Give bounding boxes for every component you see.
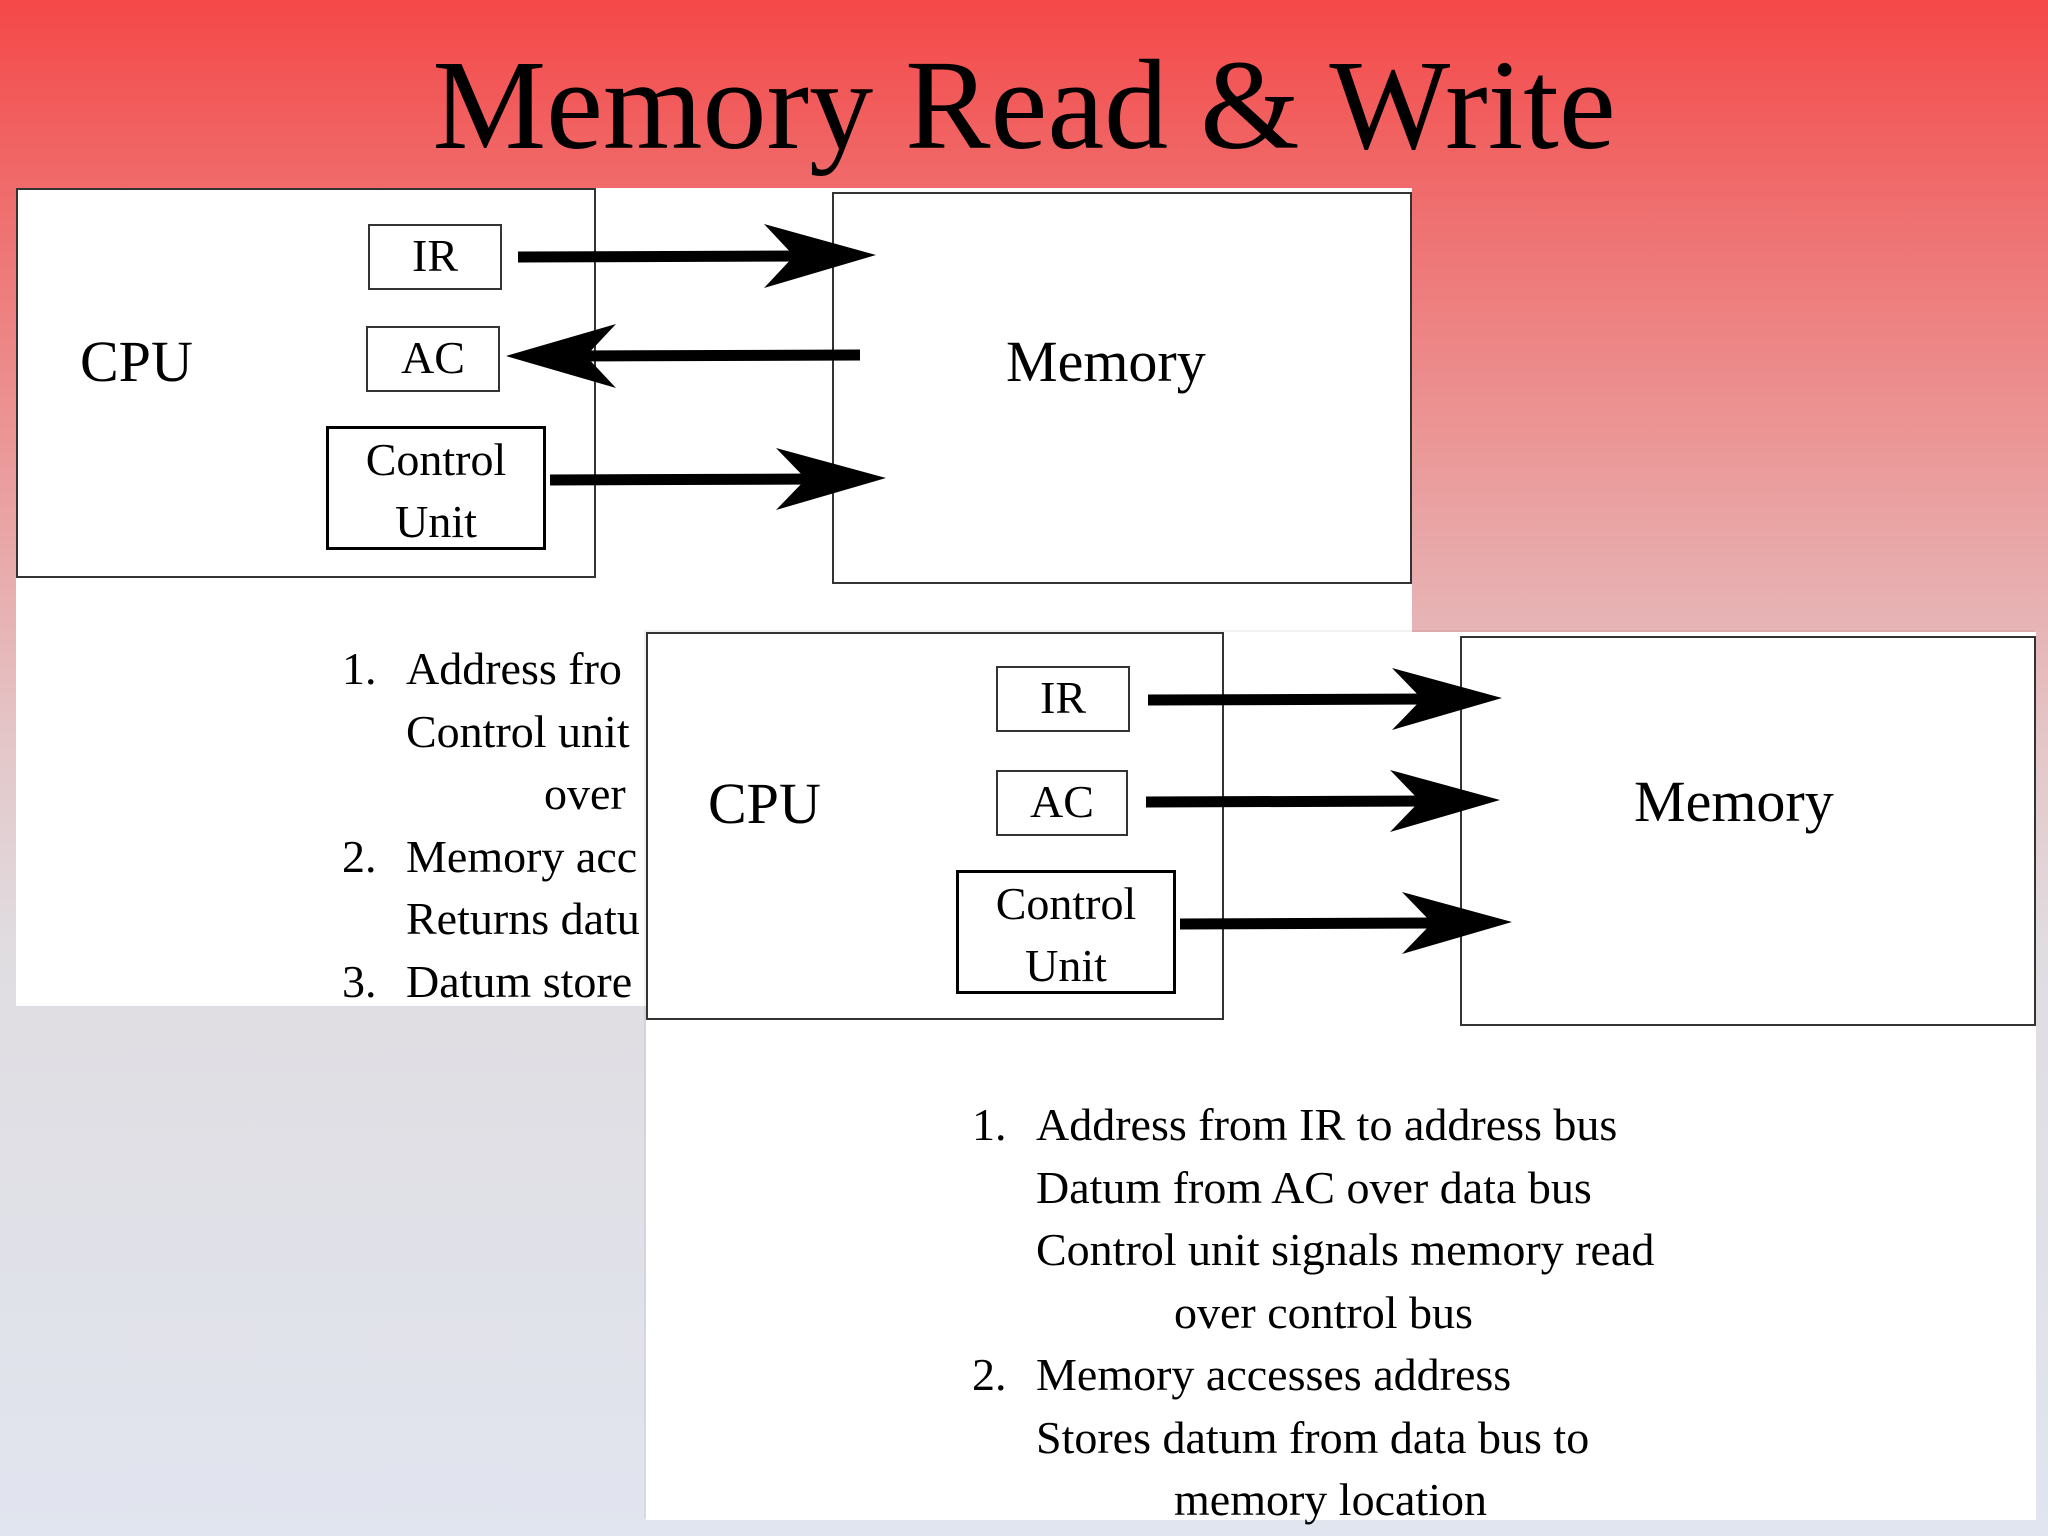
control-unit-box: Control Unit <box>326 426 546 550</box>
cpu-label: CPU <box>80 329 193 394</box>
read-steps-list: 1.Address fro Control unit over 2.Memory… <box>342 638 702 1013</box>
memory-box <box>1460 636 2036 1026</box>
step-line: 1.Address fro <box>342 643 622 694</box>
step-line: memory location <box>1174 1474 1487 1525</box>
memory-label: Memory <box>1006 329 1206 394</box>
control-unit-label-line2: Unit <box>395 496 477 547</box>
control-unit-label-line1: Control <box>365 434 507 485</box>
control-to-memory-arrow <box>549 448 886 510</box>
memory-label: Memory <box>1634 769 1834 834</box>
memory-box <box>832 192 1412 584</box>
memory-to-ac-arrow <box>506 324 861 388</box>
write-steps-list: 1.Address from IR to address bus Datum f… <box>972 1094 1732 1532</box>
ir-register: IR <box>996 666 1130 732</box>
read-diagram-panel: CPU Memory IR AC Control Unit 1.Address … <box>16 188 1412 1007</box>
control-unit-label-line2: Unit <box>1025 940 1107 991</box>
step-line: Stores datum from data bus to <box>1036 1411 1590 1463</box>
ir-to-memory-arrow <box>517 224 876 288</box>
step-line: over control bus <box>1174 1286 1473 1338</box>
ir-to-memory-arrow <box>1147 668 1502 730</box>
write-bus-arrows <box>1145 668 1512 954</box>
ir-register: IR <box>368 224 502 290</box>
control-to-memory-arrow <box>1179 892 1512 954</box>
step-line: Control unit <box>406 705 630 757</box>
write-diagram-panel: CPU Memory IR AC Control Unit 1.Address … <box>646 632 2036 1525</box>
step-line: 1.Address from IR to address bus <box>972 1099 1618 1150</box>
step-line: Datum from AC over data bus <box>1036 1161 1592 1213</box>
step-line: Returns datu <box>406 893 640 944</box>
step-line: Control unit signals memory read <box>1036 1224 1655 1275</box>
ac-register: AC <box>366 326 500 392</box>
step-line: 2.Memory acc <box>342 830 638 882</box>
control-unit-box: Control Unit <box>956 870 1176 994</box>
step-line: 3.Datum store <box>342 955 633 1007</box>
step-line: over <box>544 768 626 819</box>
ac-to-memory-arrow <box>1145 770 1500 832</box>
ac-register: AC <box>996 770 1128 836</box>
cpu-label: CPU <box>708 771 821 836</box>
read-bus-arrows <box>506 224 886 510</box>
slide-title: Memory Read & Write <box>432 34 1616 176</box>
control-unit-label-line1: Control <box>995 878 1137 929</box>
step-line: 2.Memory accesses address <box>972 1349 1512 1400</box>
